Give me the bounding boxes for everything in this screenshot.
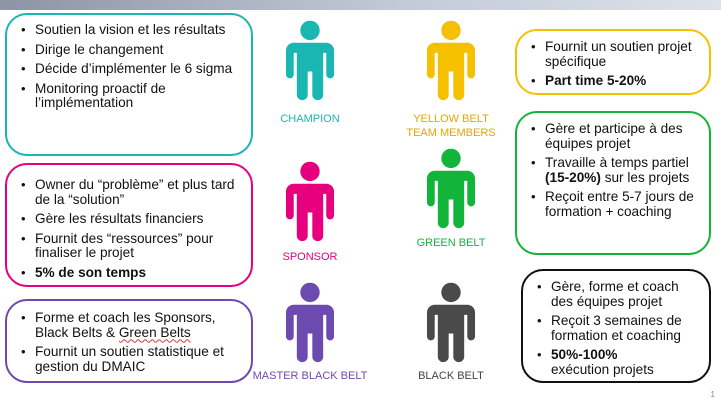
yellow-belt-label-line-1: YELLOW BELT [413, 113, 489, 125]
champion-bullet: Soutien la vision et les résultats [21, 22, 241, 38]
yellow-belt-bullet: Fournit un soutien projet spécifique [531, 39, 699, 69]
champion-person-icon [285, 20, 335, 101]
champion-label: CHAMPION [280, 113, 340, 125]
yellow-belt-label: YELLOW BELT TEAM MEMBERS [396, 113, 506, 140]
champion-box: Soutien la vision et les résultats Dirig… [5, 13, 253, 156]
sponsor-bullet: Gère les résultats financiers [21, 211, 241, 227]
green-belt-label: GREEN BELT [416, 237, 486, 249]
master-black-belt-bullet: Forme et coach les Sponsors, Black Belts… [21, 310, 241, 340]
sponsor-bullet-list: Owner du “problème” et plus tard de la “… [19, 177, 241, 281]
black-belt-bullet: Reçoit 3 semaines de formation et coachi… [537, 313, 699, 343]
yellow-belt-label-line-2: TEAM MEMBERS [406, 126, 496, 139]
sponsor-bullet: Owner du “problème” et plus tard de la “… [21, 177, 241, 207]
sponsor-bullet-bold: 5% de son temps [21, 265, 241, 281]
master-black-belt-box: Forme et coach les Sponsors, Black Belts… [5, 299, 253, 383]
champion-bullet: Monitoring proactif de l’implémentation [21, 81, 241, 111]
green-belt-bullet: Gère et participe à des équipes projet [531, 121, 699, 151]
black-belt-box: Gère, forme et coach des équipes projet … [521, 269, 711, 383]
top-banner [0, 0, 721, 10]
green-belt-bullet: Reçoit entre 5-7 jours de formation + co… [531, 189, 699, 219]
green-belt-bullet-list: Gère et participe à des équipes projet T… [529, 121, 699, 219]
yellow-belt-bullet-list: Fournit un soutien projet spécifique Par… [529, 39, 699, 89]
sponsor-label: SPONSOR [282, 251, 338, 263]
champion-bullet: Décide d’implémenter le 6 sigma [21, 61, 241, 77]
squiggly-text: Green Belts [118, 324, 191, 340]
black-belt-label: BLACK BELT [418, 370, 484, 382]
yellow-belt-person-icon [426, 20, 476, 101]
champion-bullet: Dirige le changement [21, 42, 241, 58]
black-belt-bullet-list: Gère, forme et coach des équipes projet … [535, 279, 699, 377]
black-belt-person-icon [426, 282, 476, 363]
green-belt-bullet: Travaille à temps partiel (15-20%) sur l… [531, 155, 699, 185]
champion-bullet-list: Soutien la vision et les résultats Dirig… [19, 22, 241, 111]
master-black-belt-bullet: Fournit un soutien statistique et gestio… [21, 344, 241, 374]
yellow-belt-bullet-bold: Part time 5-20% [531, 73, 699, 89]
master-black-belt-label: MASTER BLACK BELT [252, 370, 368, 382]
black-belt-bullet-bold: 50%-100%exécution projets [537, 347, 699, 377]
master-black-belt-bullet-list: Forme et coach les Sponsors, Black Belts… [19, 310, 241, 374]
green-belt-box: Gère et participe à des équipes projet T… [515, 111, 711, 255]
page-number: 1 [710, 390, 715, 399]
black-belt-bullet: Gère, forme et coach des équipes projet [537, 279, 699, 309]
green-belt-person-icon [426, 148, 476, 229]
sponsor-box: Owner du “problème” et plus tard de la “… [5, 163, 253, 287]
sponsor-person-icon [285, 161, 335, 242]
master-black-belt-person-icon [285, 282, 335, 363]
yellow-belt-box: Fournit un soutien projet spécifique Par… [515, 29, 711, 95]
sponsor-bullet: Fournit des “ressources” pour finaliser … [21, 231, 241, 261]
